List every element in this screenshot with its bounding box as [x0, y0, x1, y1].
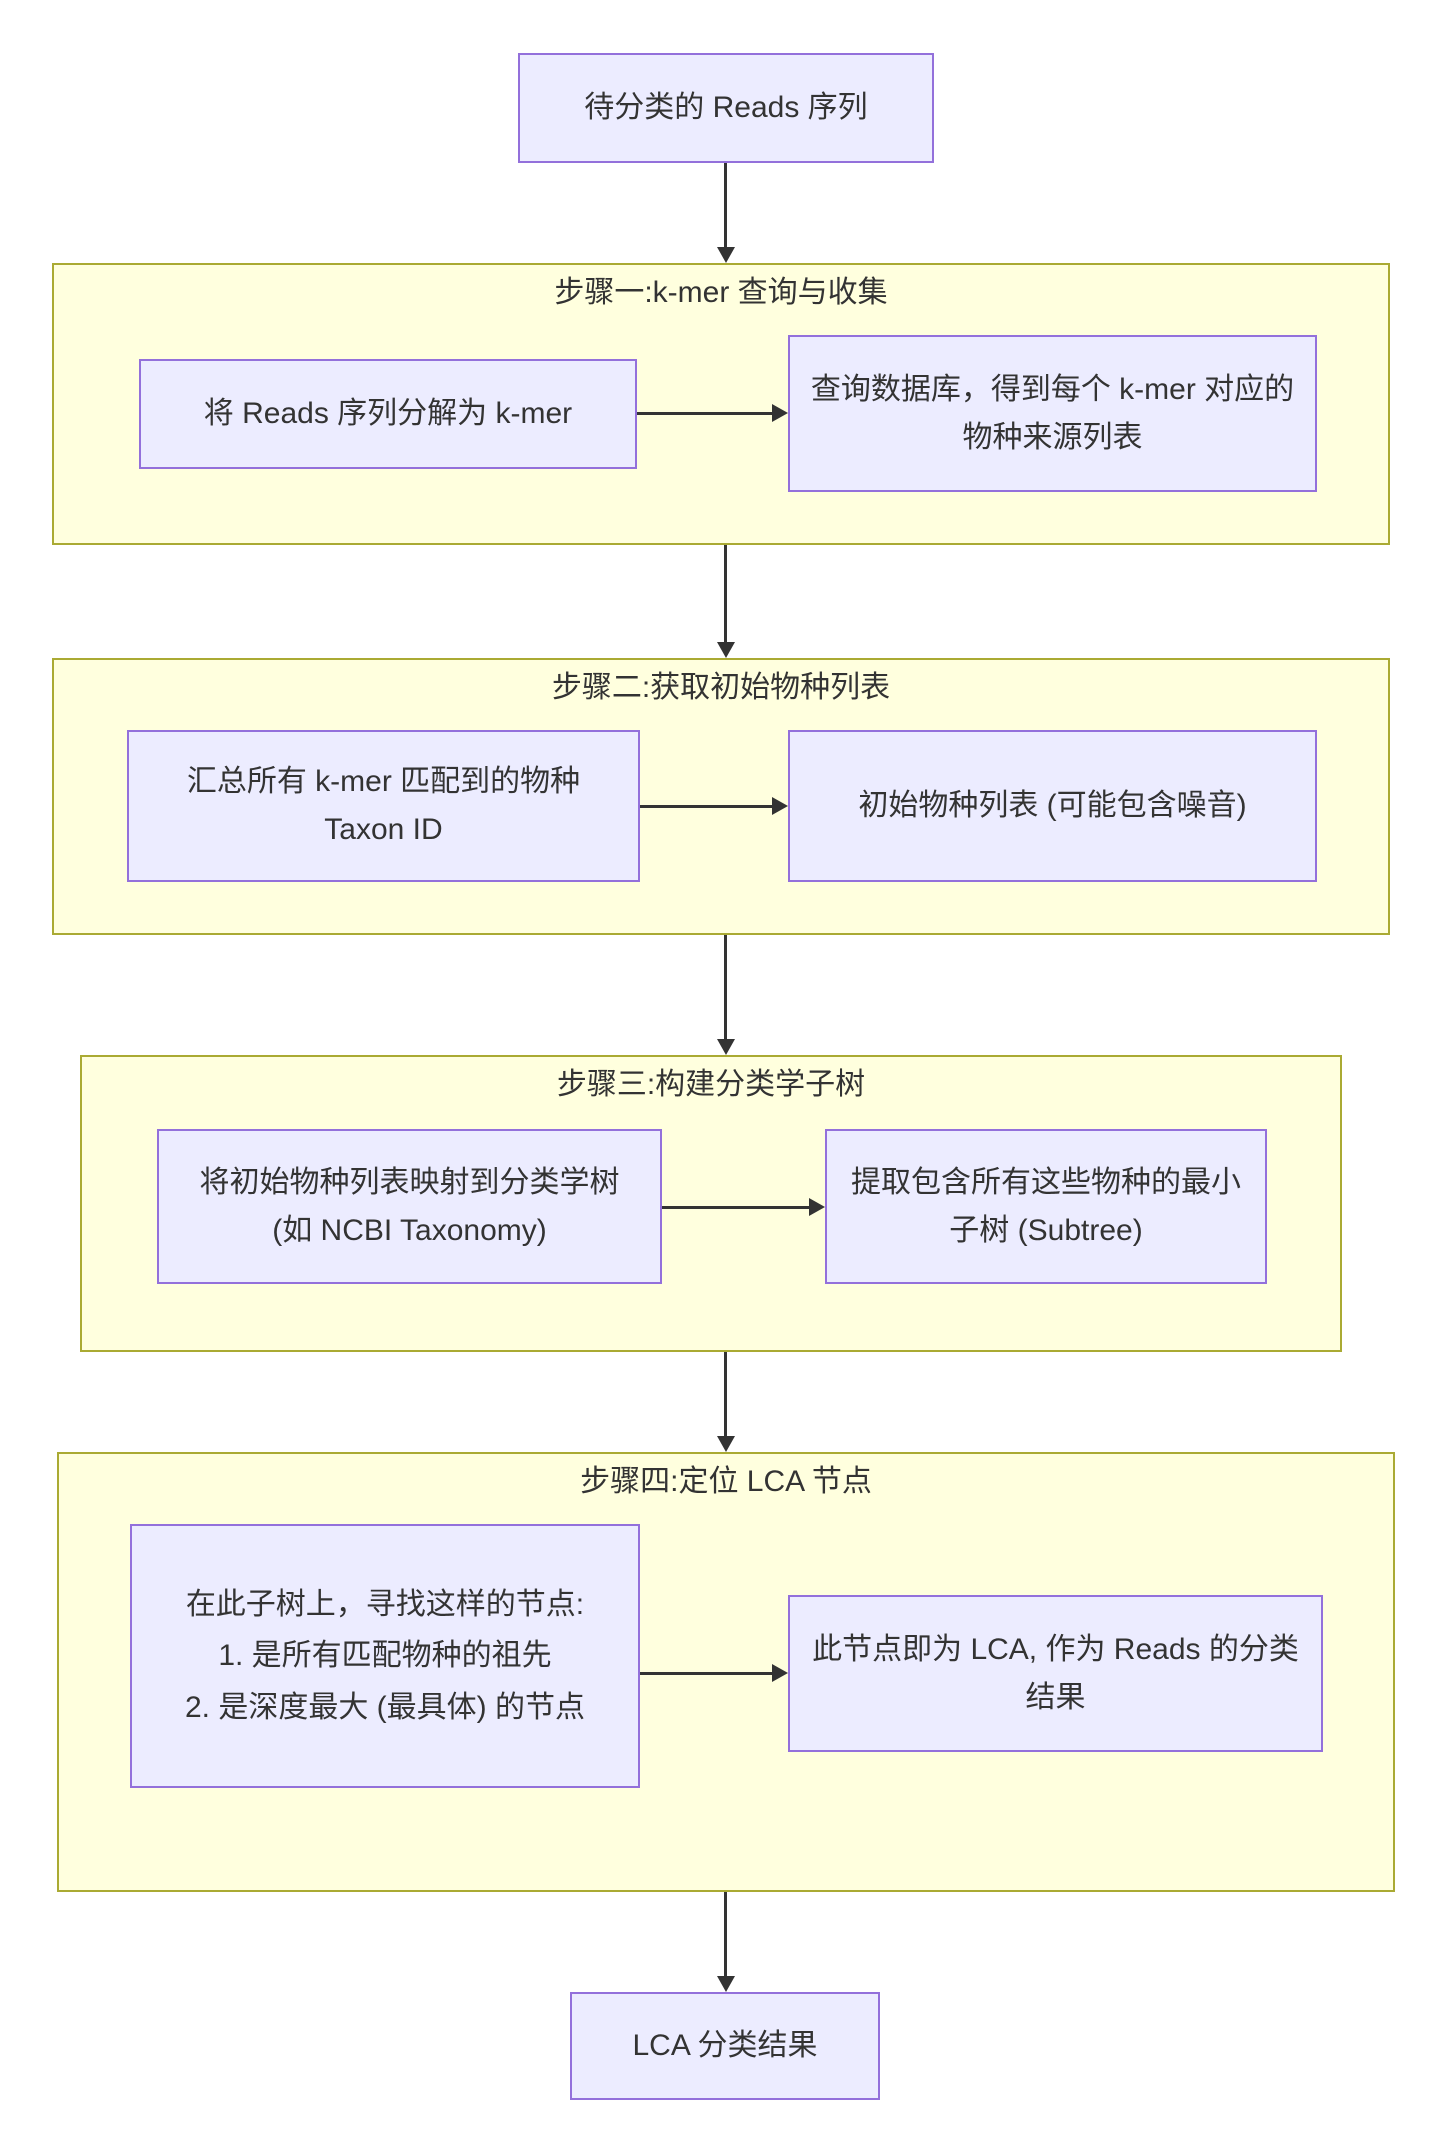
- node-find-lca-criteria-label: 在此子树上，寻找这样的节点: 1. 是所有匹配物种的祖先 2. 是深度最大 (最…: [185, 1579, 585, 1734]
- node-lca-assignment: 此节点即为 LCA, 作为 Reads 的分类结果: [788, 1595, 1323, 1752]
- arrow-line: [724, 163, 727, 247]
- arrow-line: [637, 412, 772, 415]
- criteria-line-2: 1. 是所有匹配物种的祖先: [218, 1639, 552, 1673]
- cluster-step2: 步骤二:获取初始物种列表 汇总所有 k-mer 匹配到的物种 Taxon ID …: [52, 658, 1390, 935]
- arrowhead-down-icon: [717, 1436, 735, 1452]
- arrow-line: [662, 1206, 809, 1209]
- arrowhead-down-icon: [717, 1976, 735, 1992]
- criteria-line-1: 在此子树上，寻找这样的节点:: [185, 1587, 585, 1621]
- node-query-db: 查询数据库，得到每个 k-mer 对应的物种来源列表: [788, 335, 1317, 492]
- node-aggregate-taxon-ids-label: 汇总所有 k-mer 匹配到的物种 Taxon ID: [186, 765, 581, 846]
- node-final-lca-result-label: LCA 分类结果: [632, 2029, 818, 2062]
- arrow-line: [724, 1352, 727, 1436]
- arrow-line: [640, 805, 772, 808]
- node-extract-subtree-label: 提取包含所有这些物种的最小子树 (Subtree): [851, 1165, 1241, 1247]
- node-split-kmer-label: 将 Reads 序列分解为 k-mer: [203, 397, 573, 430]
- node-query-db-label: 查询数据库，得到每个 k-mer 对应的物种来源列表: [810, 372, 1295, 454]
- cluster-step4-title: 步骤四:定位 LCA 节点: [580, 1465, 872, 1498]
- arrow-line: [724, 545, 727, 642]
- cluster-step2-title: 步骤二:获取初始物种列表: [551, 671, 891, 704]
- node-lca-assignment-label: 此节点即为 LCA, 作为 Reads 的分类结果: [812, 1632, 1299, 1714]
- arrow-line: [724, 935, 727, 1039]
- node-initial-species-list: 初始物种列表 (可能包含噪音): [788, 730, 1317, 882]
- node-map-to-taxonomy: 将初始物种列表映射到分类学树 (如 NCBI Taxonomy): [157, 1129, 662, 1284]
- cluster-step4: 步骤四:定位 LCA 节点 在此子树上，寻找这样的节点: 1. 是所有匹配物种的…: [57, 1452, 1395, 1892]
- node-map-to-taxonomy-label: 将初始物种列表映射到分类学树 (如 NCBI Taxonomy): [199, 1165, 620, 1247]
- cluster-step1-title: 步骤一:k-mer 查询与收集: [554, 276, 888, 309]
- node-extract-subtree: 提取包含所有这些物种的最小子树 (Subtree): [825, 1129, 1267, 1284]
- criteria-line-3: 2. 是深度最大 (最具体) 的节点: [184, 1690, 585, 1724]
- arrowhead-right-icon: [809, 1198, 825, 1216]
- node-input-reads-label: 待分类的 Reads 序列: [584, 91, 868, 124]
- arrowhead-right-icon: [772, 797, 788, 815]
- cluster-step3-title: 步骤三:构建分类学子树: [556, 1068, 866, 1101]
- arrow-line: [640, 1672, 772, 1675]
- node-final-lca-result: LCA 分类结果: [570, 1992, 880, 2100]
- arrowhead-down-icon: [717, 247, 735, 263]
- node-find-lca-criteria: 在此子树上，寻找这样的节点: 1. 是所有匹配物种的祖先 2. 是深度最大 (最…: [130, 1524, 640, 1788]
- node-split-kmer: 将 Reads 序列分解为 k-mer: [139, 359, 637, 469]
- arrowhead-right-icon: [772, 1664, 788, 1682]
- arrow-line: [724, 1892, 727, 1976]
- node-aggregate-taxon-ids: 汇总所有 k-mer 匹配到的物种 Taxon ID: [127, 730, 640, 882]
- cluster-step3: 步骤三:构建分类学子树 将初始物种列表映射到分类学树 (如 NCBI Taxon…: [80, 1055, 1342, 1352]
- node-input-reads: 待分类的 Reads 序列: [518, 53, 934, 163]
- node-initial-species-list-label: 初始物种列表 (可能包含噪音): [858, 789, 1247, 822]
- arrowhead-right-icon: [772, 404, 788, 422]
- arrowhead-down-icon: [717, 642, 735, 658]
- cluster-step1: 步骤一:k-mer 查询与收集 将 Reads 序列分解为 k-mer 查询数据…: [52, 263, 1390, 545]
- arrowhead-down-icon: [717, 1039, 735, 1055]
